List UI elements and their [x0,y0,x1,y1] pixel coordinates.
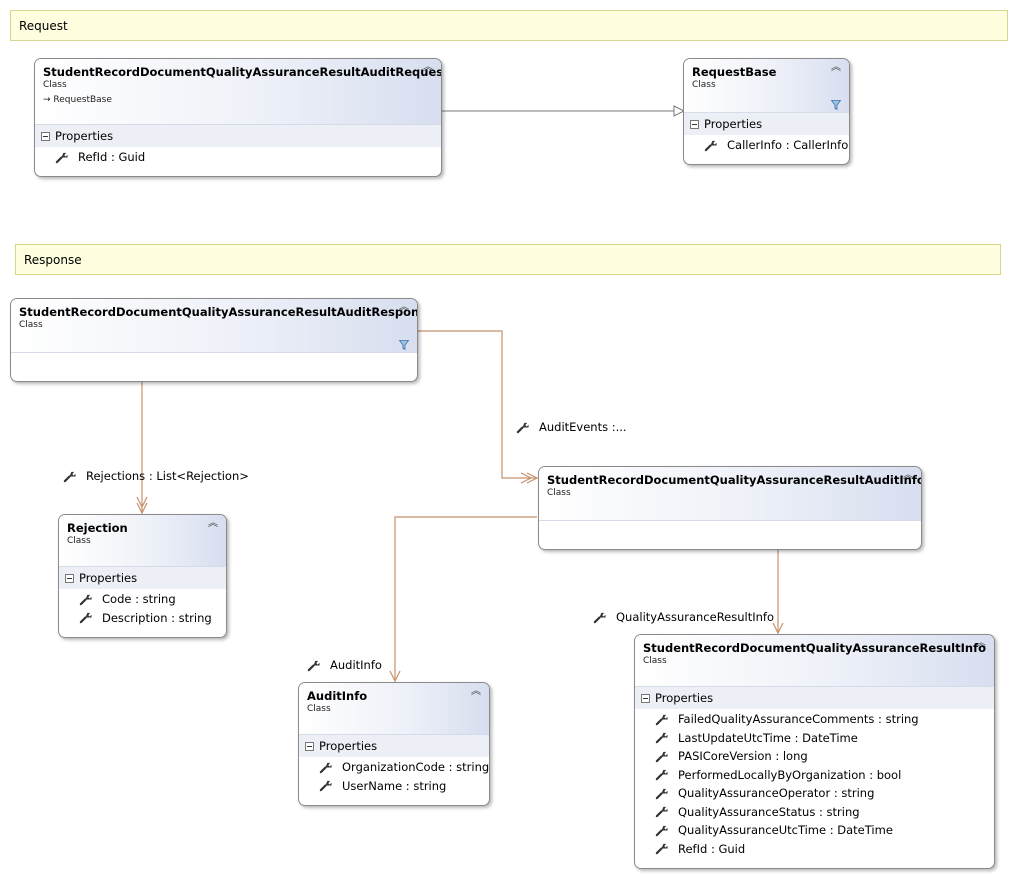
wrench-icon [55,152,68,164]
wrench-icon [319,762,332,774]
class-audit-response[interactable]: StudentRecordDocumentQualityAssuranceRes… [10,298,418,382]
wrench-icon [655,807,668,818]
class-name: StudentRecordDocumentQualityAssuranceRes… [547,473,922,487]
properties-compartment[interactable]: Properties [299,735,489,757]
class-name: StudentRecordDocumentQualityAssuranceRes… [643,641,986,655]
properties-compartment[interactable]: Properties [59,567,226,589]
association-label-audit-events[interactable]: AuditEvents :... [516,420,627,434]
request-section-title: Request [19,19,68,33]
property-row[interactable]: QualityAssuranceStatus : string [635,803,994,822]
wrench-icon [63,471,76,482]
property-row[interactable]: PASICoreVersion : long [635,747,994,766]
audit-info-arrowhead [389,670,401,683]
arrow-right-icon: → [43,95,51,105]
double-chevron-up-icon[interactable]: ︽ [831,62,841,73]
wrench-icon [655,770,668,781]
class-name: AuditInfo [307,689,368,703]
audit-events-connector[interactable] [418,330,537,479]
wrench-icon [655,788,668,800]
audit-info-connector[interactable] [394,516,537,681]
base-class-ref: → RequestBase [43,95,112,105]
class-name: Rejection [67,521,128,535]
request-section: Request [10,10,1008,41]
double-chevron-up-icon[interactable]: ︽ [208,518,218,529]
property-row[interactable]: QualityAssuranceUtcTime : DateTime [635,821,994,840]
wrench-icon [79,594,92,606]
wrench-icon [655,733,668,744]
class-stereotype: Class [692,80,716,90]
wrench-icon [655,714,668,726]
double-chevron-up-icon[interactable]: ︽ [399,302,409,313]
class-qa-result-info[interactable]: StudentRecordDocumentQualityAssuranceRes… [634,634,995,869]
class-audit-info[interactable]: AuditInfo Class ︽ Properties Organizatio… [298,682,490,806]
property-row[interactable]: RefId : Guid [635,840,994,859]
wrench-icon [704,140,717,152]
class-name: RequestBase [692,65,777,79]
minus-box-icon[interactable] [641,693,650,703]
property-row[interactable]: QualityAssuranceOperator : string [635,784,994,803]
filter-icon[interactable] [399,340,409,350]
minus-box-icon[interactable] [65,573,74,583]
double-chevron-up-icon[interactable]: ︽ [976,638,986,649]
property-row[interactable]: OrganizationCode : string [299,758,489,777]
property-row[interactable]: LastUpdateUtcTime : DateTime [635,729,994,748]
filter-icon[interactable] [831,100,841,110]
wrench-icon [307,660,320,671]
class-rejection[interactable]: Rejection Class ︽ Properties Code : stri… [58,514,227,638]
audit-events-arrowhead [520,472,539,484]
wrench-icon [655,825,668,837]
wrench-icon [655,844,668,855]
wrench-icon [79,613,92,624]
class-stereotype: Class [19,320,43,330]
association-label-qa-result-info[interactable]: QualityAssuranceResultInfo [593,610,774,624]
property-row[interactable]: PerformedLocallyByOrganization : bool [635,766,994,785]
minus-box-icon[interactable] [41,131,50,141]
class-audit-info-record[interactable]: StudentRecordDocumentQualityAssuranceRes… [538,466,922,550]
class-audit-request[interactable]: StudentRecordDocumentQualityAssuranceRes… [34,58,442,177]
class-name: StudentRecordDocumentQualityAssuranceRes… [43,65,442,79]
property-row[interactable]: RefId : Guid [35,148,441,167]
wrench-icon [319,781,332,792]
property-row[interactable]: UserName : string [299,777,489,796]
class-stereotype: Class [43,80,67,90]
properties-compartment[interactable]: Properties [684,113,849,135]
wrench-icon [593,612,606,623]
minus-box-icon[interactable] [305,741,314,751]
class-stereotype: Class [307,704,331,714]
property-row[interactable]: Code : string [59,590,226,609]
double-chevron-up-icon[interactable]: ︽ [471,686,481,697]
association-label-audit-info[interactable]: AuditInfo [307,658,382,672]
property-row[interactable]: FailedQualityAssuranceComments : string [635,710,994,729]
properties-compartment[interactable]: Properties [635,687,994,709]
response-section: Response [15,244,1001,275]
class-stereotype: Class [643,656,667,666]
double-chevron-up-icon[interactable]: ︽ [903,470,913,481]
minus-box-icon[interactable] [690,119,699,129]
class-request-base[interactable]: RequestBase Class ︽ Properties CallerInf… [683,58,850,165]
property-row[interactable]: CallerInfo : CallerInfo [684,136,849,155]
class-stereotype: Class [67,536,91,546]
response-section-title: Response [24,253,82,267]
property-row[interactable]: Description : string [59,609,226,628]
rejections-arrowhead [136,496,148,515]
properties-compartment[interactable]: Properties [35,125,441,147]
double-chevron-up-icon[interactable]: ︽ [423,62,433,73]
class-stereotype: Class [547,488,571,498]
association-label-rejections[interactable]: Rejections : List<Rejection> [63,469,249,483]
inheritance-arrowhead [673,105,686,117]
qa-result-info-arrowhead [772,622,784,635]
wrench-icon [655,751,668,763]
wrench-icon [516,422,529,433]
class-name: StudentRecordDocumentQualityAssuranceRes… [19,305,418,319]
